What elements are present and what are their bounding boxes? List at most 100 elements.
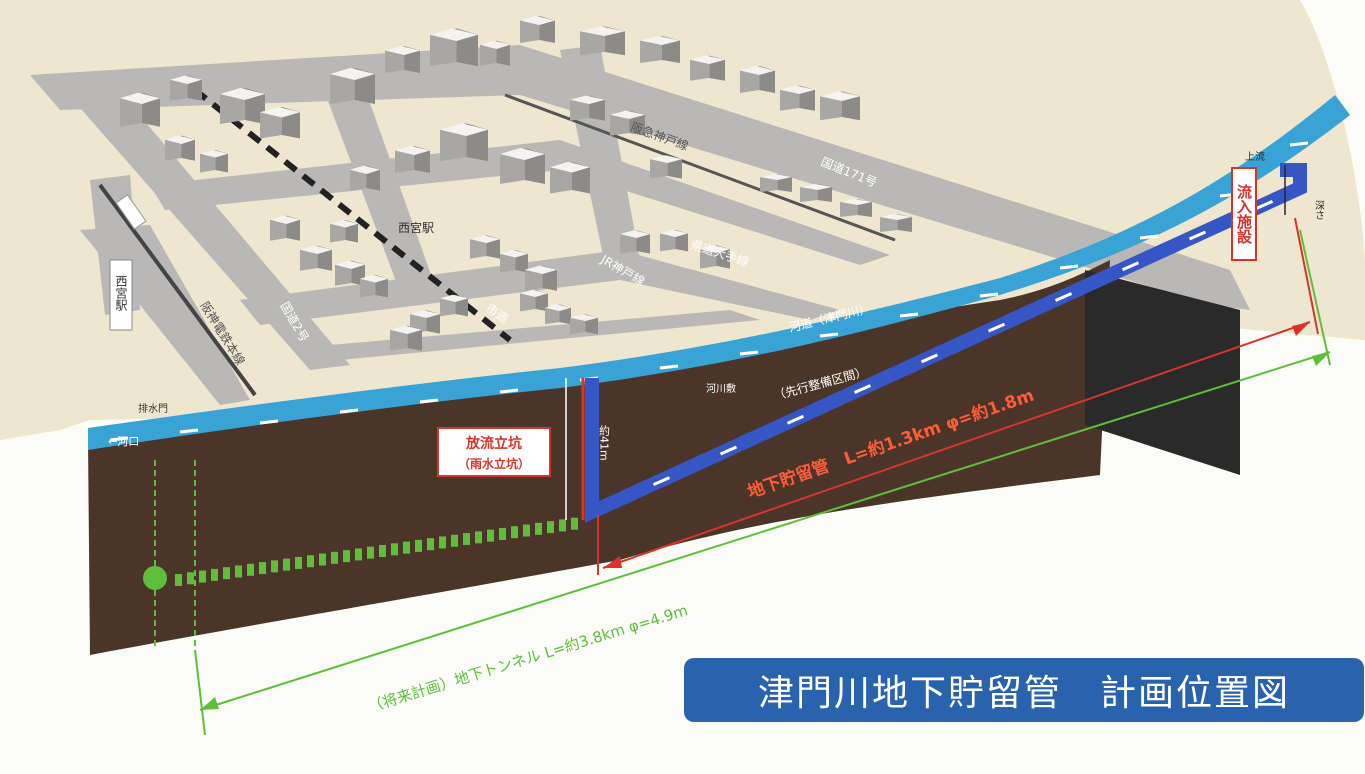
- label-depth-right: 約41m: [598, 424, 611, 461]
- river-dash: [1059, 264, 1079, 270]
- tunnel-dash: [652, 476, 671, 487]
- plan-title-caption: 津門川地下貯留管 計画位置図: [684, 658, 1364, 722]
- planned-tunnel-dot: [211, 568, 218, 581]
- label-river-upstream: 上流: [1245, 150, 1265, 163]
- dim-green-tick-left: [194, 649, 206, 736]
- building: [880, 214, 912, 232]
- dim-red-tick-right: [1294, 217, 1319, 335]
- river-dash: [979, 292, 999, 298]
- river-dash: [659, 364, 679, 370]
- planned-tunnel-dot: [247, 563, 254, 576]
- planned-tunnel-dot: [523, 524, 530, 537]
- planned-tunnel-dot: [391, 543, 398, 556]
- inflow-box: [1231, 167, 1257, 261]
- railway-left: [98, 183, 257, 397]
- tunnel-dash: [853, 384, 872, 394]
- buildings: [120, 16, 912, 351]
- building: [390, 325, 422, 351]
- label-hatch-left: 排水門: [138, 402, 168, 415]
- road-cross-1: [150, 140, 890, 265]
- building: [700, 245, 730, 269]
- planned-tunnel-dot: [367, 546, 374, 559]
- discharge-shaft-box: [437, 427, 551, 477]
- tunnel-dashes: [652, 199, 1274, 487]
- river-band: [88, 95, 1350, 450]
- building: [360, 275, 388, 298]
- planned-tunnel-dot: [499, 527, 506, 540]
- building: [120, 92, 160, 127]
- planned-tunnel-dot: [511, 526, 518, 539]
- building: [820, 91, 860, 121]
- planned-tunnel-dot: [571, 517, 578, 530]
- building: [610, 110, 645, 136]
- river-dash: [1139, 234, 1159, 240]
- building: [780, 85, 815, 111]
- planned-tunnel-dot: [343, 550, 350, 563]
- building: [650, 155, 682, 179]
- planned-tunnel-dot: [307, 555, 314, 568]
- building: [350, 165, 380, 191]
- building: [525, 265, 557, 291]
- label-station-left: 西宮駅: [114, 275, 128, 312]
- label-river-mouth: ←河口: [108, 435, 139, 448]
- river-dash: [819, 332, 839, 338]
- building: [260, 107, 300, 139]
- planned-tunnel-dot: [463, 533, 470, 546]
- building: [440, 294, 468, 317]
- label-inflow: 流入施設: [1235, 183, 1253, 245]
- building: [520, 16, 555, 43]
- building: [330, 220, 358, 243]
- building: [480, 40, 510, 66]
- road-national-171: [30, 45, 1250, 310]
- building: [500, 148, 545, 184]
- roads: [30, 45, 1250, 405]
- building: [385, 46, 420, 73]
- dim-red-arrow-left: [603, 556, 622, 568]
- tunnel-dash: [1054, 292, 1073, 302]
- building: [570, 95, 605, 121]
- tunnel-dash: [719, 445, 738, 456]
- planned-tunnel-dot: [451, 534, 458, 547]
- building: [580, 26, 625, 56]
- building: [660, 229, 688, 252]
- planned-tunnel-dot: [295, 556, 302, 569]
- building: [330, 68, 375, 104]
- building: [620, 230, 650, 254]
- planned-tunnel-dot: [487, 529, 494, 542]
- planned-tunnel-dot: [175, 574, 182, 586]
- building: [300, 245, 332, 271]
- dim-green-planned: [199, 351, 1331, 711]
- river-dash: [419, 398, 439, 404]
- label-discharge-shaft-2: （雨水立坑）: [458, 456, 530, 471]
- label-discharge-shaft-1: 放流立坑: [465, 435, 522, 452]
- planned-tunnel-line: [175, 517, 578, 586]
- planned-tunnel-dot: [415, 539, 422, 552]
- dimension-lines: [194, 165, 1331, 736]
- building: [500, 250, 528, 273]
- planned-tunnel-dot: [259, 562, 266, 575]
- tunnel-dash: [1121, 261, 1140, 272]
- planned-tunnel-dot: [559, 519, 566, 532]
- planned-tunnel-dot: [403, 541, 410, 554]
- river-dash: [739, 350, 759, 356]
- planned-tunnel-dot: [235, 565, 242, 578]
- station-left-label: 西宮駅: [109, 259, 133, 331]
- building: [410, 310, 440, 334]
- river-dash: [339, 408, 359, 414]
- building: [200, 150, 228, 173]
- river-dash: [109, 436, 129, 442]
- dim-green-arrow-left: [200, 697, 219, 710]
- tunnel-dash: [920, 353, 939, 364]
- storage-tunnel: [585, 163, 1307, 523]
- building: [520, 289, 548, 312]
- building: [270, 215, 300, 241]
- building: [640, 36, 680, 63]
- river-dash: [499, 388, 519, 394]
- building: [395, 146, 430, 173]
- building: [470, 235, 500, 259]
- label-planned-tunnel: （将来計画）地下トンネル L=約3.8km φ=4.9m: [366, 601, 690, 716]
- building: [550, 162, 590, 194]
- tunnel-dash: [987, 322, 1006, 333]
- train-left: [115, 194, 147, 230]
